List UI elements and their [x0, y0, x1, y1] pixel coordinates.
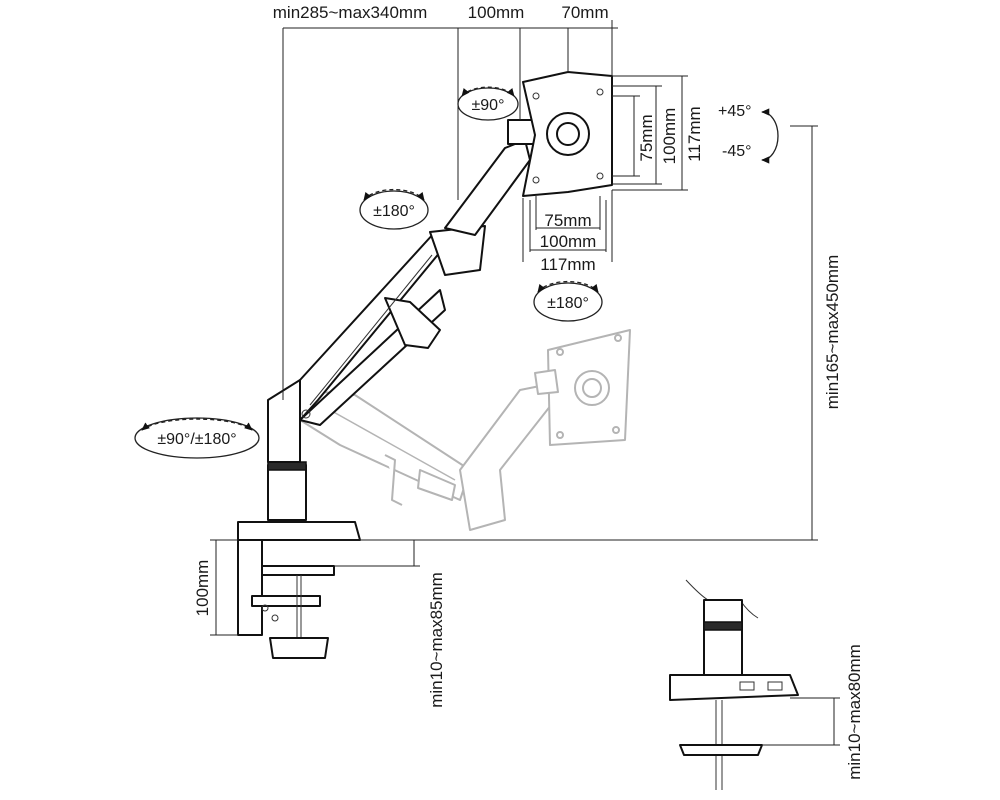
- top-dimensions: [282, 20, 618, 400]
- tilt-down-label: -45°: [722, 143, 752, 160]
- rotation-base: [134, 417, 260, 459]
- clamp-range-label: min10~max85mm: [427, 572, 446, 708]
- vesa-h2-label: 100mm: [660, 108, 679, 165]
- head-swivel-label: ±180°: [547, 295, 589, 312]
- cable-clip: [384, 297, 441, 349]
- grommet-mount: [669, 579, 840, 790]
- rotation-head: [457, 86, 519, 121]
- head-rotate-label: ±90°: [472, 97, 505, 114]
- pole-collar: [267, 461, 307, 471]
- grommet-plate: [679, 744, 763, 756]
- reach-label: min285~max340mm: [273, 3, 428, 22]
- rotation-arm: [359, 188, 429, 230]
- offset-b-label: 70mm: [561, 3, 608, 22]
- pole-upper: [267, 379, 301, 463]
- arm-swivel-label: ±180°: [373, 203, 415, 220]
- clamp-lower-bar: [251, 595, 321, 607]
- vesa-width-dimensions: [522, 190, 613, 262]
- clamp-pressure-plate: [261, 565, 335, 576]
- clamp-side-bar: [237, 539, 263, 636]
- upper-arm: [444, 139, 531, 236]
- vesa-w3-label: 117mm: [540, 255, 595, 274]
- clamp-dimensions: [210, 539, 420, 636]
- vesa-height-dimensions: [612, 75, 688, 191]
- rotation-head-swivel: [533, 280, 603, 322]
- clamp-knob: [269, 637, 329, 659]
- tilt-up-label: +45°: [718, 103, 752, 120]
- rotation-tilt: [761, 108, 779, 164]
- grommet-range-label: min10~max80mm: [845, 644, 864, 780]
- desk-clamp: [237, 461, 361, 659]
- grommet-base-plate: [669, 674, 799, 701]
- clamp-height-label: 100mm: [193, 560, 212, 617]
- tilt-head: [507, 119, 537, 145]
- vesa-w2-label: 100mm: [540, 232, 597, 251]
- offset-a-label: 100mm: [468, 3, 525, 22]
- height-range-label: min165~max450mm: [823, 255, 842, 410]
- ghost-arm-position: [299, 329, 631, 531]
- grommet-pole: [703, 599, 743, 676]
- base-rotate-label: ±90°/±180°: [157, 431, 236, 448]
- vesa-h3-label: 117mm: [685, 106, 704, 161]
- grommet-collar: [703, 621, 743, 631]
- pole-lower: [267, 464, 307, 521]
- main-arm: [267, 119, 537, 463]
- vesa-h1-label: 75mm: [637, 114, 656, 161]
- clamp-top-plate: [237, 521, 361, 541]
- vesa-plate: [522, 71, 613, 197]
- vesa-w1-label: 75mm: [544, 211, 591, 230]
